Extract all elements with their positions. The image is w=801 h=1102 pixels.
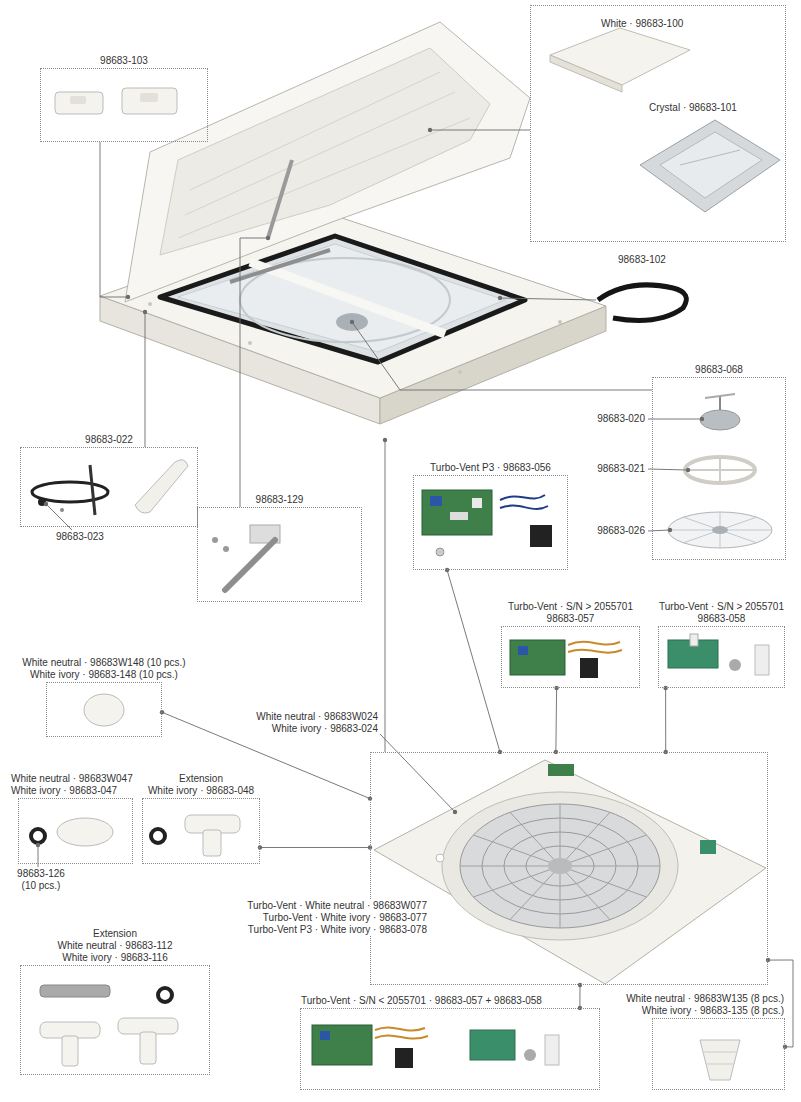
part-box: 98683-129 [197, 507, 362, 602]
part-heading: Turbo-Vent P3 · 98683-056 [430, 462, 551, 474]
part-label: 98683-057 [547, 613, 595, 625]
part-box: ExtensionWhite neutral · 98683-112White … [20, 965, 210, 1075]
part-box: ExtensionWhite ivory · 98683-048 [142, 798, 260, 864]
part-label: Turbo-Vent P3 · 98683-056 [430, 462, 551, 474]
leader-dots [36, 128, 704, 847]
part-heading: 98683-022 [85, 434, 133, 446]
leader-dot [258, 845, 262, 849]
part-heading: Turbo-Vent · S/N > 205570198683-058 [659, 601, 784, 625]
part-number: 98683-023 [56, 531, 104, 543]
part-number: 98683-026 [597, 525, 645, 537]
leader-line [447, 570, 500, 752]
part-box: 98683-068 [652, 377, 786, 560]
part-box: 98683-103 [40, 68, 208, 142]
leader-line [260, 847, 370, 848]
part-label: White ivory · 98683-047 [11, 785, 117, 797]
part-label: White ivory · 98683-116 [62, 952, 167, 964]
part-heading: Turbo-Vent · S/N < 2055701 · 98683-057 +… [301, 995, 542, 1007]
fan-base [374, 760, 766, 984]
part-box: White neutral · 98683W148 (10 pcs.)White… [46, 682, 162, 737]
leader-dot [578, 983, 582, 987]
part-number: 98683-021 [597, 463, 645, 475]
part-box: White neutral · 98683W135 (8 pcs.)White … [652, 1018, 785, 1090]
part-box: Turbo-Vent P3 · 98683-056 [413, 475, 568, 570]
part-number: 98683-126 (10 pcs.) [10, 868, 72, 892]
part-box: White neutral · 98683W047White ivory · 9… [18, 798, 133, 864]
part-label: White · 98683-100 [601, 18, 683, 30]
part-label: White neutral · 98683W148 (10 pcs.) [22, 657, 185, 669]
part-images [31, 28, 780, 1080]
part-heading: White neutral · 98683W047White ivory · 9… [11, 773, 133, 797]
part-box: Turbo-Vent · S/N < 2055701 · 98683-057 +… [300, 1008, 600, 1090]
part-number: White neutral · 98683W024 [256, 711, 378, 723]
part-label: Extension [179, 773, 223, 785]
part-label: White neutral · 98683W135 (8 pcs.) [626, 993, 784, 1005]
part-heading: Turbo-Vent · S/N > 205570198683-057 [508, 601, 633, 625]
part-label: Turbo-Vent P3 · White ivory · 98683-078 [246, 924, 429, 936]
part-label: Extension [93, 928, 137, 940]
part-box: Turbo-Vent · S/N > 205570198683-058 [658, 626, 785, 688]
part-label: Crystal · 98683-101 [649, 102, 737, 114]
leader-dot [663, 686, 667, 690]
part-heading: 98683-068 [695, 364, 743, 376]
part-heading: ExtensionWhite ivory · 98683-048 [148, 773, 254, 797]
part-box: Turbo-Vent · White neutral · 98683W077Tu… [370, 752, 768, 985]
leader-dot [160, 710, 164, 714]
part-label: Turbo-Vent · S/N > 2055701 [508, 601, 633, 613]
part-label: 98683-068 [695, 364, 743, 376]
leader-line [665, 688, 666, 752]
part-label: 98683-129 [256, 494, 304, 506]
part-heading: White neutral · 98683W135 (8 pcs.)White … [626, 993, 784, 1017]
part-heading: White neutral · 98683W148 (10 pcs.)White… [22, 657, 185, 681]
part-box: White · 98683-100Crystal · 98683-101 [530, 5, 786, 242]
part-heading: 98683-129 [256, 494, 304, 506]
part-heading: ExtensionWhite neutral · 98683-112White … [58, 928, 173, 964]
leader-dot [783, 1045, 787, 1049]
part-box: Turbo-Vent · S/N > 205570198683-057 [501, 626, 640, 688]
part-box: 98683-022 [20, 447, 198, 527]
leader-dot [445, 568, 449, 572]
part-label: White neutral · 98683-112 [58, 940, 173, 952]
leader-line [579, 985, 580, 1008]
leader-dot [766, 958, 770, 962]
part-label: White ivory · 98683-135 (8 pcs.) [642, 1005, 784, 1017]
part-label: White ivory · 98683-048 [148, 785, 254, 797]
part-label: 98683-103 [100, 55, 148, 67]
leader-line [555, 688, 557, 752]
part-label: 98683-022 [85, 434, 133, 446]
part-label: White neutral · 98683W047 [11, 773, 133, 785]
part-number: 98683-102 [618, 254, 666, 266]
leader-dot [554, 686, 558, 690]
part-number: 98683-020 [597, 413, 645, 425]
part-label: Turbo-Vent · S/N < 2055701 · 98683-057 +… [301, 995, 542, 1007]
part-label: White ivory · 98683-148 (10 pcs.) [30, 669, 178, 681]
gasket [598, 285, 686, 321]
part-label: Turbo-Vent · White ivory · 98683-077 [261, 912, 429, 924]
part-heading: 98683-103 [100, 55, 148, 67]
part-label: Turbo-Vent · White neutral · 98683W077 [245, 900, 429, 912]
part-label: Turbo-Vent · S/N > 2055701 [659, 601, 784, 613]
part-label: 98683-058 [698, 613, 746, 625]
part-number: White ivory · 98683-024 [272, 723, 378, 735]
